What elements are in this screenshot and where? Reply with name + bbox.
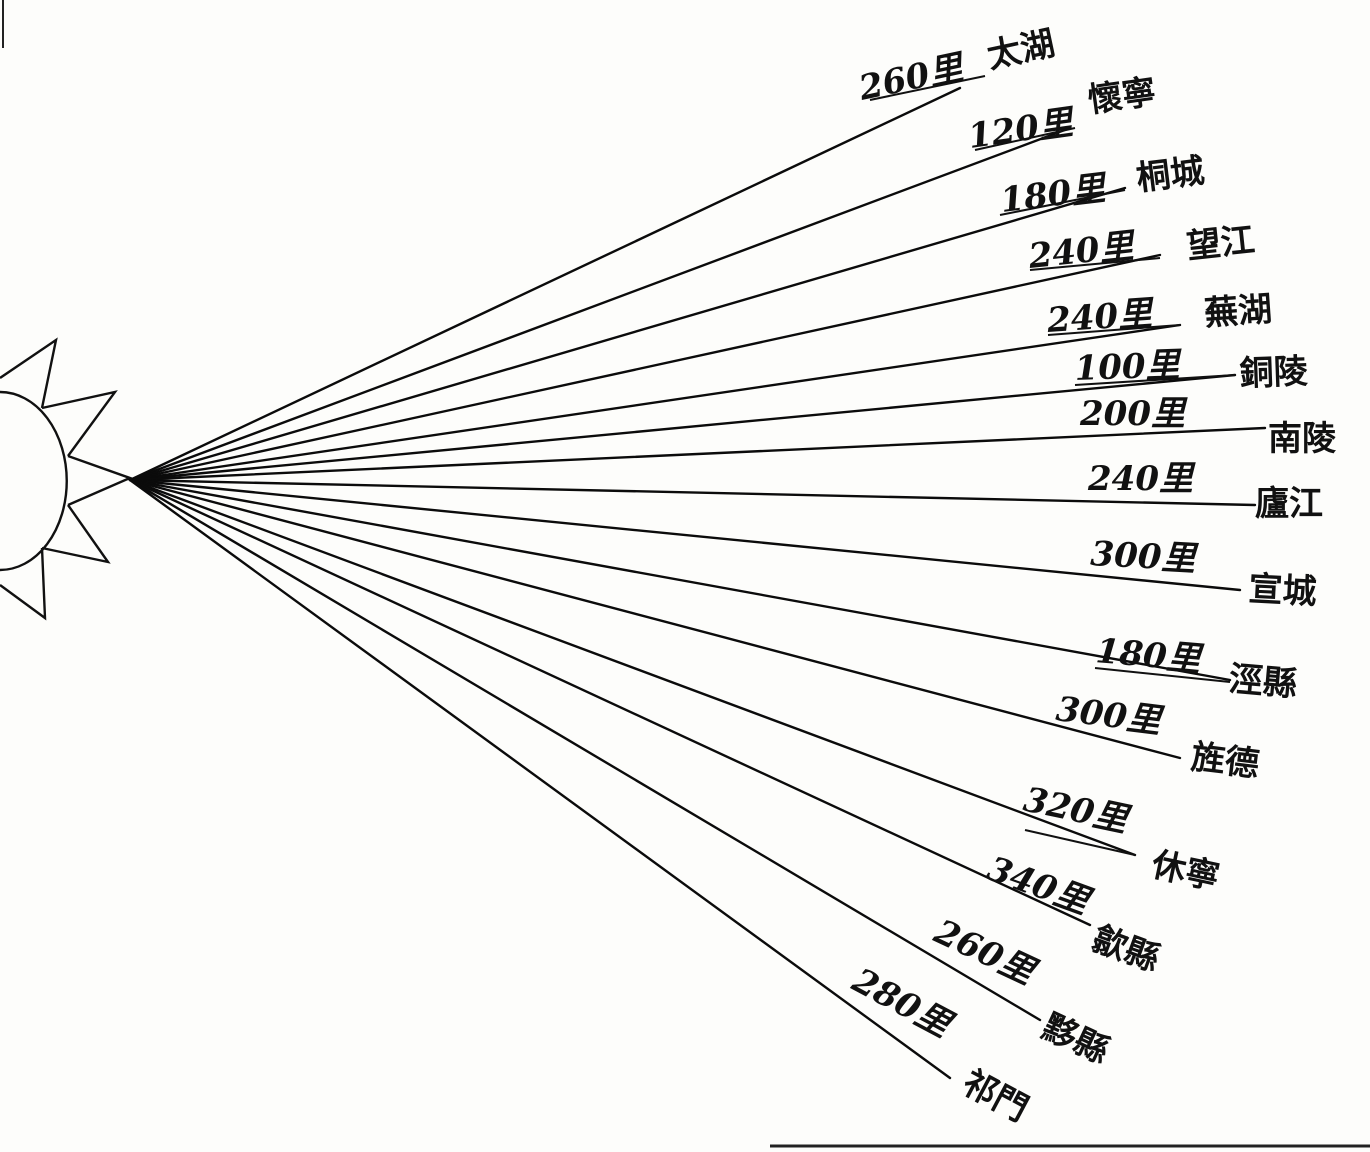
distance-label: 260里 — [855, 47, 970, 109]
place-label: 休寧 — [1147, 844, 1223, 897]
place-label: 黟縣 — [1036, 1007, 1115, 1072]
sun-icon — [0, 340, 130, 618]
place-label: 銅陵 — [1239, 352, 1309, 394]
distance-label: 200里 — [1079, 394, 1188, 434]
distance-label: 240里 — [1087, 459, 1196, 499]
place-label: 祁門 — [956, 1063, 1035, 1130]
distance-label: 180里 — [998, 168, 1110, 221]
place-label: 蕪湖 — [1203, 289, 1274, 334]
place-label: 歙縣 — [1086, 919, 1165, 980]
ray-line — [130, 188, 1125, 480]
ray-line — [130, 255, 1160, 480]
place-label: 南陵 — [1268, 419, 1337, 459]
distance-label: 260里 — [927, 911, 1043, 993]
ray-line — [130, 480, 1135, 855]
place-label: 宣城 — [1248, 569, 1318, 613]
distance-label: 340里 — [982, 849, 1097, 924]
ray-line — [130, 375, 1235, 480]
distance-label: 300里 — [1090, 534, 1200, 580]
place-label: 廬江 — [1255, 484, 1323, 524]
ray-line — [130, 88, 960, 480]
distance-label: 240里 — [1026, 226, 1139, 277]
place-label: 懷寧 — [1086, 72, 1159, 121]
ray-line — [130, 480, 1240, 590]
labels-group: 260里太湖120里懷寧180里桐城240里望江240里蕪湖100里銅陵200里… — [845, 24, 1337, 1130]
ray-line — [130, 480, 1180, 758]
distance-label: 280里 — [845, 960, 960, 1046]
place-label: 太湖 — [984, 24, 1059, 77]
distance-label: 240里 — [1045, 294, 1156, 342]
rays-group — [130, 76, 1265, 1078]
place-label: 旌德 — [1189, 737, 1261, 785]
ray-line — [130, 480, 1090, 925]
ray-line — [130, 480, 950, 1078]
ray-line — [130, 480, 1040, 1020]
place-label: 涇縣 — [1227, 659, 1298, 705]
ray-line — [130, 480, 1230, 680]
place-label: 桐城 — [1134, 151, 1206, 199]
place-label: 望江 — [1185, 220, 1257, 267]
ray-line — [130, 128, 1070, 480]
distance-label: 100里 — [1074, 345, 1183, 389]
ray-line — [130, 480, 1255, 505]
distance-label: 120里 — [966, 102, 1078, 157]
distance-label: 300里 — [1054, 689, 1166, 742]
distance-label: 180里 — [1094, 631, 1205, 680]
